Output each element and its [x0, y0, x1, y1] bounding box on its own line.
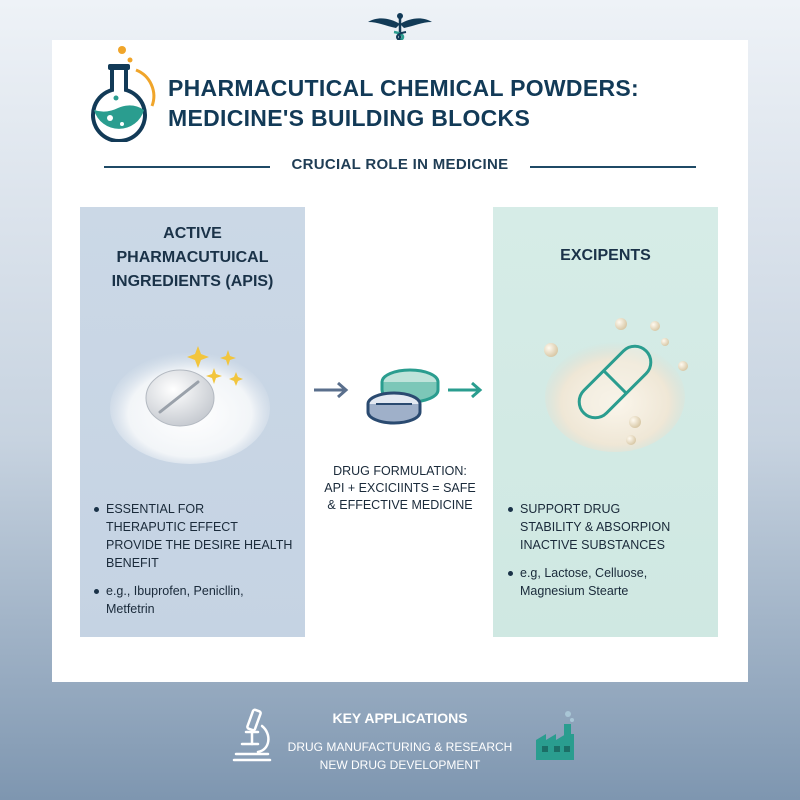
microscope-icon [232, 708, 272, 762]
flask-icon [91, 46, 156, 142]
api-bullet-2-line-2: Metfetrin [106, 602, 155, 616]
api-heading-line-2: PHARMACUTUICAL [116, 249, 269, 266]
key-applications-title: KEY APPLICATIONS [332, 710, 468, 726]
factory-icon [536, 711, 574, 760]
arrow-right-icon [314, 381, 349, 399]
api-bullet-1-line-2: THERAPUTIC EFFECT [106, 520, 238, 534]
title-line-2: MEDICINE'S BUILDING BLOCKS [168, 105, 531, 131]
api-bullet-2-line-1: e.g., Ibuprofen, Penicllin, [94, 582, 344, 600]
title-line-1: PHARMACUTICAL CHEMICAL POWDERS: [168, 75, 639, 101]
formulation-line-2: API + EXCICIINTS = SAFE [324, 481, 476, 495]
drug-formulation-text: DRUG FORMULATION: API + EXCICIINTS = SAF… [312, 463, 488, 514]
excipient-powder-capsule-image [544, 318, 688, 452]
excipients-bullets: SUPPORT DRUG STABILITY & ABSORPION INACT… [508, 500, 713, 600]
formulation-line-1: DRUG FORMULATION: [333, 464, 467, 478]
formulation-line-3: & EFFECTIVE MEDICINE [327, 498, 473, 512]
section-subtitle: CRUCIAL ROLE IN MEDICINE [291, 156, 509, 173]
exc-bullet-2-line-1: e.g, Lactose, Celluose, [508, 564, 713, 582]
divider-right [530, 166, 696, 168]
api-bullets: ESSENTIAL FOR THERAPUTIC EFFECT PROVIDE … [94, 500, 344, 618]
api-heading-line-3: INGREDIENTS (APIS) [111, 273, 274, 290]
divider-left [104, 166, 270, 168]
capsule-icon [577, 344, 653, 420]
exc-bullet-1-line-1: SUPPORT DRUG [508, 500, 713, 518]
page-title: PHARMACUTICAL CHEMICAL POWDERS: MEDICINE… [168, 73, 688, 133]
api-powder-tablet-image [110, 346, 270, 464]
excipients-heading: EXCIPENTS [560, 247, 651, 264]
api-heading-line-1: ACTIVE [163, 225, 222, 242]
api-heading: ACTIVE PHARMACUTUICAL INGREDIENTS (APIS) [80, 222, 305, 294]
sparkle-icon [187, 346, 243, 386]
applications-line-2: NEW DRUG DEVELOPMENT [319, 758, 481, 772]
exc-bullet-1-line-2: STABILITY & ABSORPION [520, 520, 671, 534]
exc-bullet-2-line-2: Magnesium Stearte [520, 584, 629, 598]
api-bullet-1-line-3: PROVIDE THE DESIRE HEALTH BENEFIT [106, 538, 293, 570]
applications-line-1: DRUG MANUFACTURING & RESEARCH [287, 740, 513, 754]
tablet-icon [366, 368, 440, 425]
exc-bullet-1-line-3: INACTIVE SUBSTANCES [520, 538, 665, 552]
api-bullet-1-line-1: ESSENTIAL FOR [94, 500, 344, 518]
arrow-right-icon [448, 381, 483, 399]
